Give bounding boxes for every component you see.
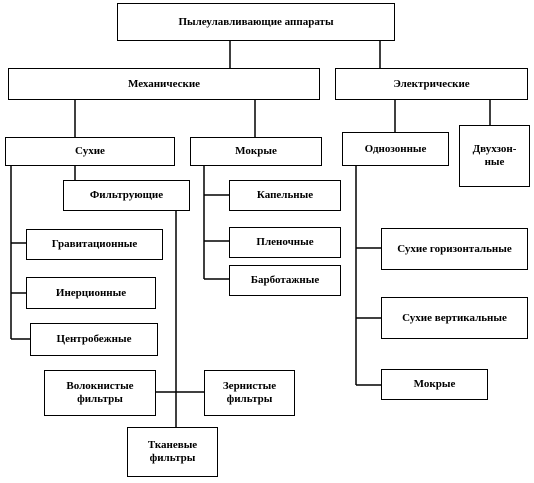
node-centrifugal: Центробежные (30, 323, 158, 356)
node-film: Пленочные (229, 227, 341, 258)
node-filtering: Фильтрующие (63, 180, 190, 211)
node-drip: Капельные (229, 180, 341, 211)
node-fabric-filters: Тканевые фильтры (127, 427, 218, 477)
node-granular-filters: Зернистые фильтры (204, 370, 295, 416)
node-wet: Мокрые (190, 137, 322, 166)
node-dry: Сухие (5, 137, 175, 166)
node-wet-electric: Мокрые (381, 369, 488, 400)
node-mechanical: Механические (8, 68, 320, 100)
node-dry-horizontal: Сухие горизонтальные (381, 228, 528, 270)
node-bubbling: Барботажные (229, 265, 341, 296)
node-two-zone: Двухзон- ные (459, 125, 530, 187)
node-electric: Электрические (335, 68, 528, 100)
node-dry-vertical: Сухие вертикальные (381, 297, 528, 339)
node-single-zone: Однозонные (342, 132, 449, 166)
node-root: Пылеулавливающие аппараты (117, 3, 395, 41)
node-fiber-filters: Волокнистые фильтры (44, 370, 156, 416)
node-inertial: Инерционные (26, 277, 156, 309)
node-gravitational: Гравитационные (26, 229, 163, 260)
